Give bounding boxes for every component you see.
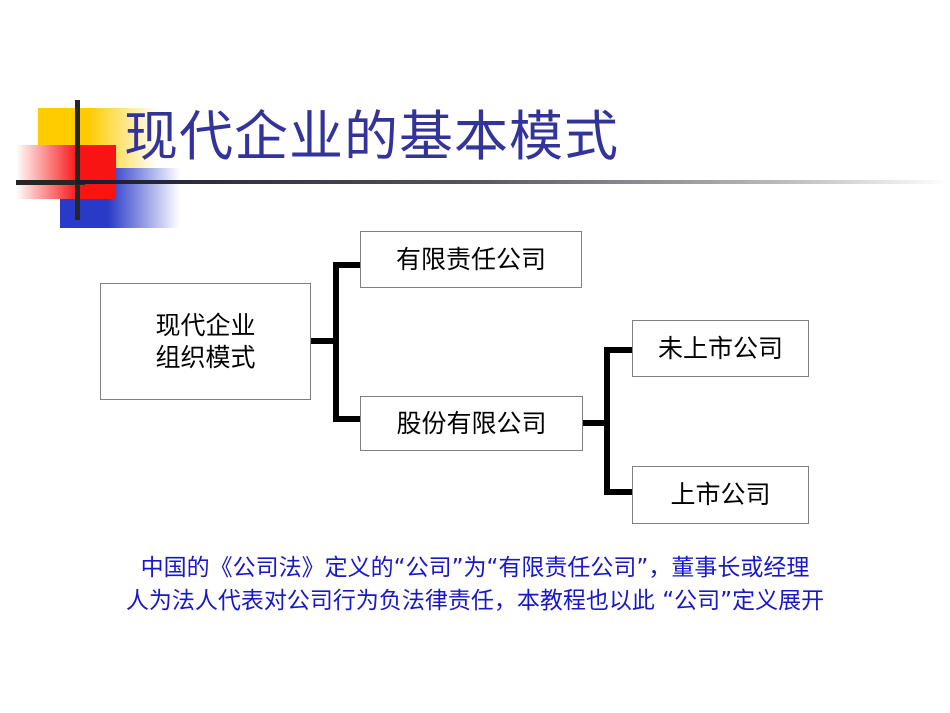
- connector-jsc-arm-bottom: [604, 489, 634, 495]
- connector-jsc-arm-top: [604, 347, 634, 353]
- footnote-line-1: 中国的《公司法》定义的“公司”为“有限责任公司”，董事长或经理: [140, 555, 810, 581]
- logo-red-square: [16, 145, 116, 199]
- node-modern-enterprise-model: 现代企业 组织模式: [100, 283, 311, 400]
- connector-root-arm-bottom: [333, 416, 362, 422]
- slide-title: 现代企业的基本模式: [124, 105, 619, 168]
- footnote-text: 中国的《公司法》定义的“公司”为“有限责任公司”，董事长或经理 人为法人代表对公…: [0, 552, 950, 618]
- logo-horizontal-bar: [16, 180, 85, 185]
- connector-root-spine: [333, 262, 339, 422]
- connector-root-stub: [311, 338, 339, 344]
- connector-root-arm-top: [333, 262, 362, 268]
- decorative-logo: [0, 0, 210, 240]
- node-joint-stock-company: 股份有限公司: [360, 396, 583, 451]
- connector-jsc-stub: [583, 420, 609, 426]
- logo-vertical-bar: [75, 100, 80, 220]
- node-limited-liability-company: 有限责任公司: [360, 231, 582, 288]
- footnote-line-2: 人为法人代表对公司行为负法律责任，本教程也以此 “公司”定义展开: [125, 588, 825, 614]
- title-divider-rule: [76, 180, 950, 184]
- connector-jsc-spine: [604, 347, 610, 495]
- node-listed-company: 上市公司: [632, 466, 809, 524]
- node-unlisted-company: 未上市公司: [632, 320, 809, 377]
